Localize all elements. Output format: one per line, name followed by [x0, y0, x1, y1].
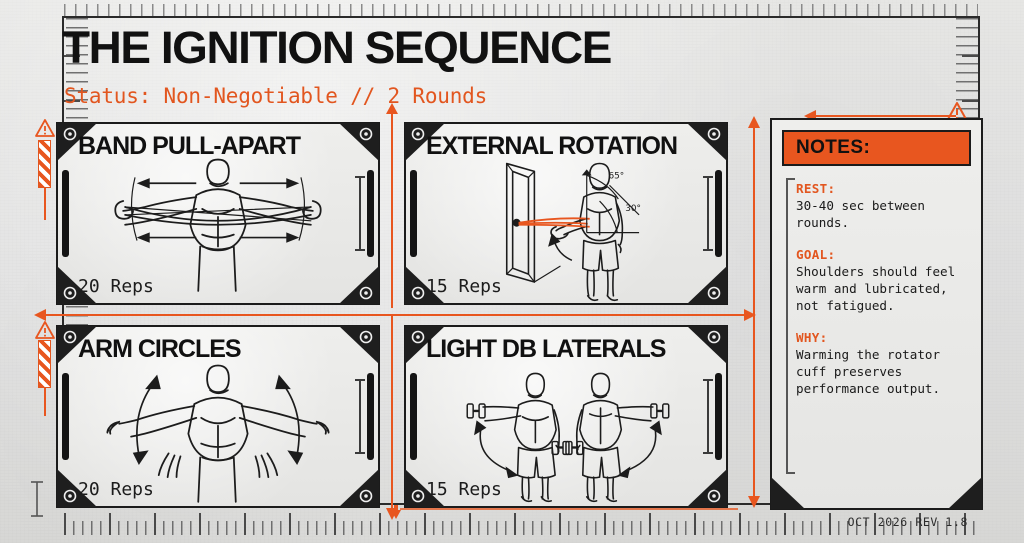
corner-gusset-icon [687, 123, 727, 161]
angle-label-bottom: 30° [625, 204, 641, 214]
corner-gusset-icon [687, 469, 727, 507]
panel-rail-left [62, 170, 69, 257]
hazard-stem-top [44, 188, 46, 220]
exercise-card-db-laterals[interactable]: LIGHT DB LATERALS [404, 325, 728, 508]
hazard-stem-bottom [44, 388, 46, 416]
exercise-title: LIGHT DB LATERALS [426, 335, 666, 363]
notes-header-label: NOTES: [796, 137, 871, 158]
warning-triangle-icon-lower [35, 321, 55, 339]
note-key: WHY: [796, 330, 828, 345]
panel-rail-right [715, 373, 722, 460]
exercise-reps: 15 Reps [426, 479, 502, 500]
corner-gusset-icon [57, 266, 97, 304]
exercise-card-external-rotation[interactable]: EXTERNAL ROTATION [404, 122, 728, 305]
hazard-stripe-top [38, 140, 51, 188]
panel-rail-left [62, 373, 69, 460]
corner-gusset-icon [687, 266, 727, 304]
flow-arrow-horizontal-divider [34, 309, 756, 321]
flow-arrow-right-rail [748, 116, 760, 508]
exercise-title: ARM CIRCLES [78, 335, 242, 363]
flow-arrow-vertical-top [386, 103, 398, 308]
corner-gusset-icon [57, 123, 97, 161]
panel-rail-left [410, 373, 417, 460]
corner-gusset-icon [57, 469, 97, 507]
exercise-reps: 20 Reps [78, 276, 154, 297]
revision-footer: OCT 2026 REV 1.8 [847, 515, 968, 529]
corner-gusset-icon [405, 469, 445, 507]
panel-scale-right [355, 176, 365, 251]
corner-gusset-icon [687, 326, 727, 364]
panel-scale-right [703, 379, 713, 454]
note-item-why: WHY: Warming the rotator cuff preserves … [796, 329, 969, 397]
warning-triangle-icon [35, 119, 55, 137]
note-text: 30-40 sec between rounds. [796, 198, 925, 230]
note-text: Shoulders should feel warm and lubricate… [796, 264, 956, 313]
flow-arrow-vertical-bottom [386, 314, 398, 520]
angle-label-top: 65° [608, 171, 624, 181]
page-title: THE IGNITION SEQUENCE [62, 22, 612, 73]
hazard-stripe-bottom [38, 340, 51, 388]
exercise-reps: 20 Reps [78, 479, 154, 500]
corner-gusset-icon [339, 326, 379, 364]
panel-scale-right [355, 379, 365, 454]
corner-gusset-icon [339, 469, 379, 507]
panel-rail-right [367, 373, 374, 460]
note-item-rest: REST: 30-40 sec between rounds. [796, 180, 969, 231]
ruler-bottom-major-ticks [64, 513, 978, 535]
panel-rail-left [410, 170, 417, 257]
corner-gusset-icon [942, 471, 982, 509]
corner-tick-bottom-left [31, 481, 43, 517]
corner-gusset-icon [405, 123, 445, 161]
panel-scale-right [703, 176, 713, 251]
corner-gusset-icon [57, 326, 97, 364]
note-key: GOAL: [796, 247, 836, 262]
corner-gusset-icon [339, 123, 379, 161]
exercise-card-band-pull-apart[interactable]: BAND PULL-APART [56, 122, 380, 305]
notes-header: NOTES: [782, 130, 971, 166]
corner-gusset-icon [405, 326, 445, 364]
note-item-goal: GOAL: Shoulders should feel warm and lub… [796, 246, 969, 314]
panel-rail-right [715, 170, 722, 257]
exercise-card-arm-circles[interactable]: ARM CIRCLES [56, 325, 380, 508]
exercise-title: BAND PULL-APART [78, 132, 301, 160]
corner-gusset-icon [405, 266, 445, 304]
exercise-title: EXTERNAL ROTATION [426, 132, 678, 160]
note-key: REST: [796, 181, 836, 196]
exercise-reps: 15 Reps [426, 276, 502, 297]
panel-rail-right [367, 170, 374, 257]
corner-gusset-icon [771, 471, 811, 509]
notes-bracket [786, 178, 795, 474]
ruler-top [64, 4, 978, 16]
note-text: Warming the rotator cuff preserves perfo… [796, 347, 941, 396]
status-subtitle: Status: Non-Negotiable // 2 Rounds [64, 84, 488, 108]
notes-panel[interactable]: NOTES: REST: 30-40 sec between rounds. G… [770, 118, 983, 510]
corner-gusset-icon [339, 266, 379, 304]
notes-content: REST: 30-40 sec between rounds. GOAL: Sh… [796, 180, 969, 478]
